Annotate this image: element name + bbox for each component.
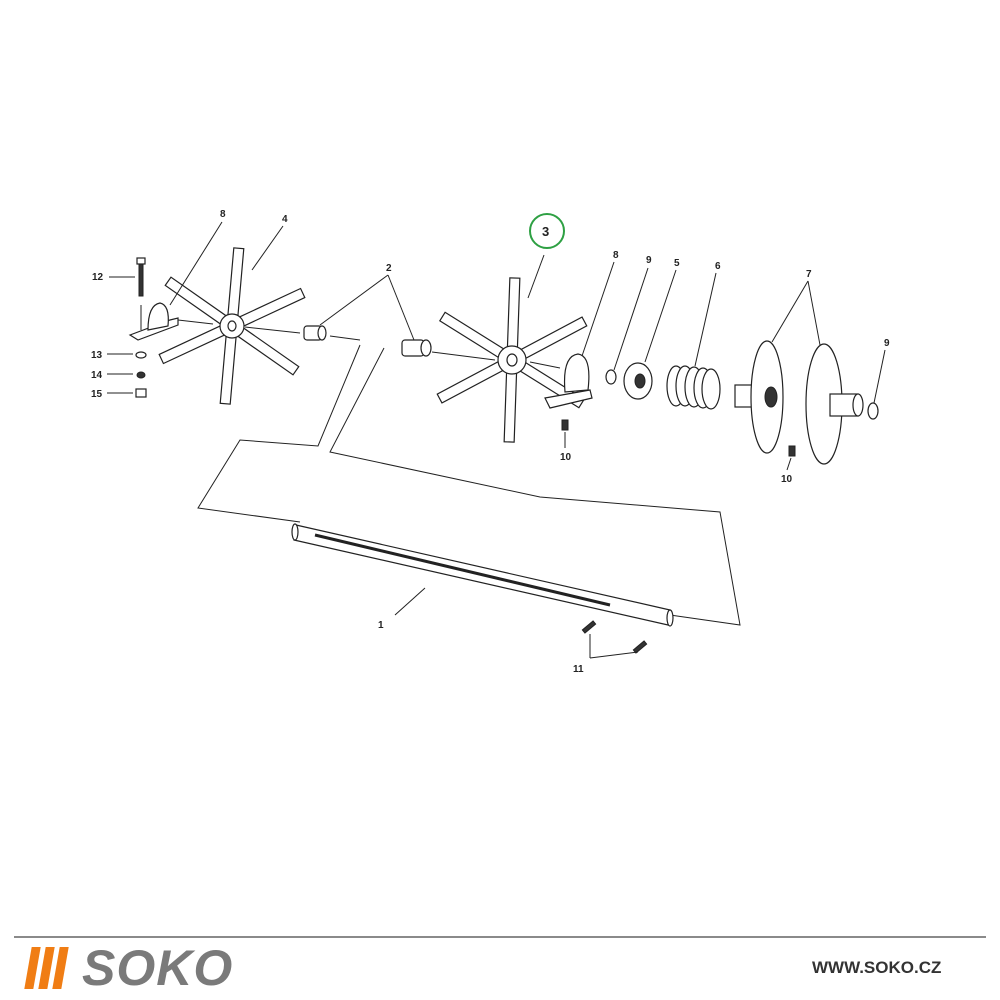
logo-bar (52, 947, 69, 989)
pin-11-right (632, 640, 648, 654)
bearing-block-8-left (128, 302, 179, 341)
beater-4 (158, 247, 306, 405)
bolt-12 (136, 257, 146, 297)
bushing-2-left (303, 325, 327, 341)
logo-text: SOKO (82, 940, 234, 996)
spring-6 (666, 365, 721, 410)
highlight-circle (529, 213, 565, 249)
beater-3 (436, 277, 588, 443)
bearing-block-8-right (544, 353, 593, 409)
callout-5: 5 (674, 258, 680, 269)
exploded-parts-diagram: 8 4 12 13 14 15 2 3 8 9 5 6 7 9 10 10 1 … (91, 209, 890, 675)
callout-14: 14 (91, 370, 103, 381)
soko-logo: SOKO (24, 940, 234, 996)
washer-13 (135, 351, 147, 359)
callout-2: 2 (386, 263, 392, 274)
callout-9: 9 (646, 255, 652, 266)
nut-15 (135, 388, 147, 398)
callout-12: 12 (92, 272, 104, 283)
grease-nipple-10-right (788, 445, 796, 457)
callout-7: 7 (806, 269, 812, 280)
callout-10: 10 (560, 452, 572, 463)
callout-13: 13 (91, 350, 103, 361)
callout-6: 6 (715, 261, 721, 272)
bushing-2-right (401, 339, 432, 357)
callout-9: 9 (884, 338, 890, 349)
grease-nipple-10-left (561, 419, 569, 431)
website-url[interactable]: WWW.SOKO.CZ (812, 958, 942, 977)
washer-14 (136, 371, 146, 379)
callout-8: 8 (220, 209, 226, 220)
disc-7-right (805, 343, 864, 465)
callout-8: 8 (613, 250, 619, 261)
callout-15: 15 (91, 389, 103, 400)
pin-11-left (581, 620, 597, 634)
washer-9-right (867, 402, 879, 420)
callout-4: 4 (282, 214, 288, 225)
assembly-outline (177, 319, 741, 626)
disc-7-left (734, 340, 784, 454)
callout-3: 3 (542, 224, 549, 239)
washer-9-left (605, 369, 617, 385)
collar-5 (623, 362, 653, 400)
callout-1: 1 (378, 620, 384, 631)
callout-10: 10 (781, 474, 793, 485)
shaft-1 (291, 523, 674, 627)
callout-11: 11 (573, 664, 584, 675)
footer-divider (14, 936, 986, 938)
